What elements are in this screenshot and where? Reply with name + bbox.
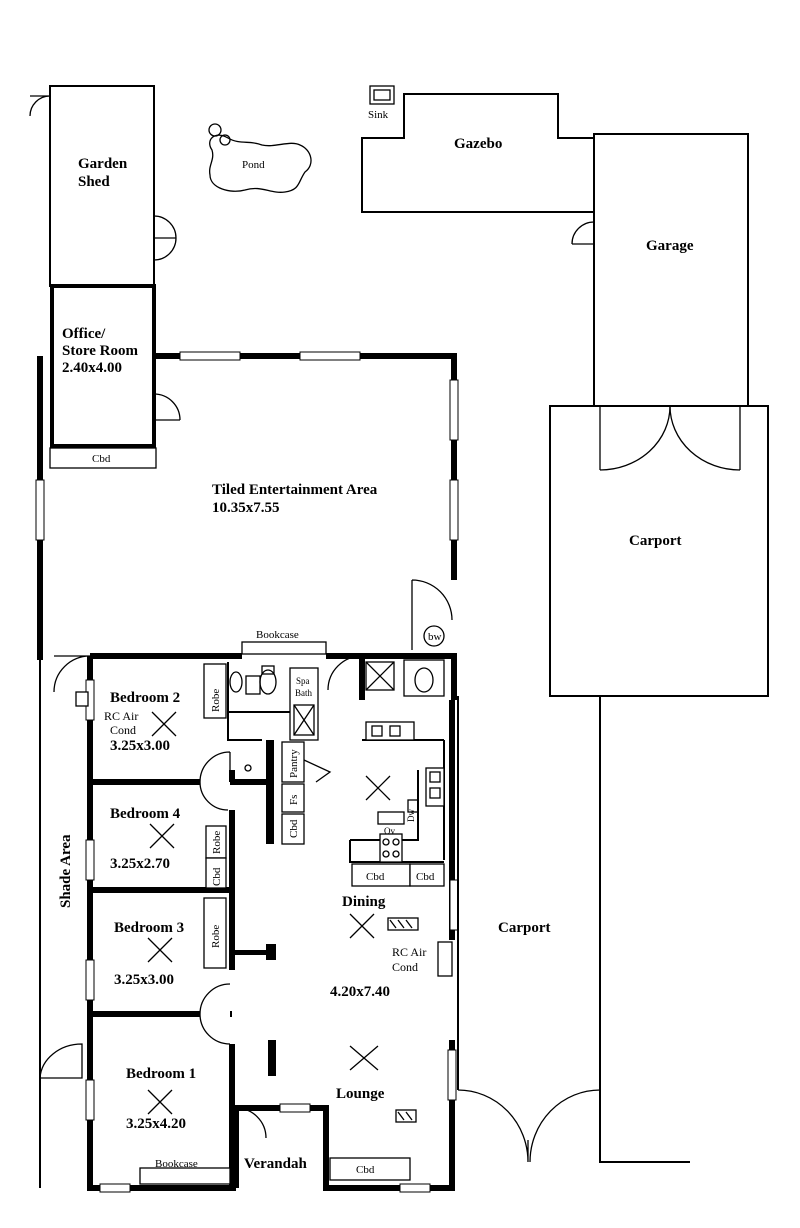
fs-label: Fs [288,795,300,805]
office-cupboard-label: Cbd [92,453,111,465]
pantry-label: Pantry [288,749,300,778]
shed-door-right-2 [153,216,177,261]
dining-label: Dining [342,894,386,910]
shed-door-left [29,95,51,117]
bw-fixture [423,625,445,647]
dishwasher-label: Dw [406,809,416,822]
shade-area [39,660,83,1188]
carport-gate-right [669,405,741,471]
spa-bath [289,667,319,741]
dining-size: 4.20x7.40 [330,984,390,1000]
lounge-cupboard-label: Cbd [356,1164,375,1176]
bedroom-1 [139,1013,267,1188]
hall-storage [244,740,332,845]
garage-side-door [571,221,595,245]
oven-label: Ov [384,826,395,836]
bedroom3-label: Bedroom 3 [114,920,184,936]
garage [593,133,749,407]
fan-icon [147,711,391,1115]
bedroom2-ac-line2: Cond [110,723,136,737]
bedroom4-size: 3.25x2.70 [110,856,170,872]
bookcase-bottom [139,1167,231,1185]
bedroom-3 [90,890,276,1017]
bedroom2-label: Bedroom 2 [110,690,180,706]
garden-shed-label-line2: Shed [78,174,110,190]
kitchen-cupboard-2 [409,863,445,887]
bedroom2-robe-label: Robe [210,689,222,712]
bookcase-top [241,641,327,655]
sink [369,85,395,105]
dining-ac-line2: Cond [392,960,418,974]
bedroom4-cupboard [205,857,227,889]
bedroom2-ac-line1: RC Air [104,709,138,723]
lounge-cupboard [329,1157,411,1181]
bedroom4-robe-label: Robe [211,831,223,854]
house-walls [53,653,459,1193]
dining-lounge [268,917,453,1181]
tiled-area-size: 10.35x7.55 [212,500,280,516]
spa-bath-label-2: Bath [295,688,312,698]
shed-door-right-1 [153,215,177,239]
office-label-line1: Office/ [62,326,106,342]
bedroom2-size: 3.25x3.00 [110,738,170,754]
pond-label: Pond [242,159,265,171]
bookcase-bottom-label: Bookcase [155,1158,198,1170]
carport-bottom-label: Carport [498,920,551,936]
hall-cupboard-label: Cbd [288,819,300,838]
tiled-area-label: Tiled Entertainment Area [212,482,378,498]
bw-label: bw [428,631,442,643]
bedroom4-cupboard-label: Cbd [211,867,223,886]
bedroom1-label: Bedroom 1 [126,1066,196,1082]
bedroom-2 [90,663,270,785]
carport-bottom [457,696,690,1163]
bedroom-4 [90,770,235,893]
kitchen-cupboard-2-label: Cbd [416,871,435,883]
kitchen [349,656,445,887]
gazebo-label: Gazebo [454,136,502,152]
spa-bath-label-1: Spa [296,676,310,686]
kitchen-cupboard-1-label: Cbd [366,871,385,883]
carport-gate-left [599,405,671,471]
tiled-entertainment-area [35,351,459,660]
lounge-label: Lounge [336,1086,385,1102]
office-store-room [50,284,156,448]
fs [281,783,305,813]
bedroom2-robe [203,663,227,719]
hall-cupboard [281,813,305,845]
shade-area-label: Shade Area [58,834,74,908]
bathroom [227,662,319,741]
office-size: 2.40x4.00 [62,360,122,376]
bedroom4-label: Bedroom 4 [110,806,181,822]
bedroom3-size: 3.25x3.00 [114,972,174,988]
pond [208,123,312,193]
bedroom3-robe-label: Robe [210,925,222,948]
garden-shed-label-line1: Garden [78,156,128,172]
office-cupboard [49,447,157,469]
gazebo [361,93,595,213]
bedroom1-size: 3.25x4.20 [126,1116,186,1132]
verandah-label: Verandah [244,1156,307,1172]
garage-label: Garage [646,238,694,254]
sink-label: Sink [368,109,389,121]
office-label-line2: Store Room [62,343,138,359]
carport-top-label: Carport [629,533,682,549]
dining-ac-line1: RC Air [392,945,426,959]
bedroom3-robe [203,897,227,969]
office-door [153,393,181,421]
pantry [281,741,305,783]
carport-top [549,405,769,697]
bookcase-top-label: Bookcase [256,629,299,641]
